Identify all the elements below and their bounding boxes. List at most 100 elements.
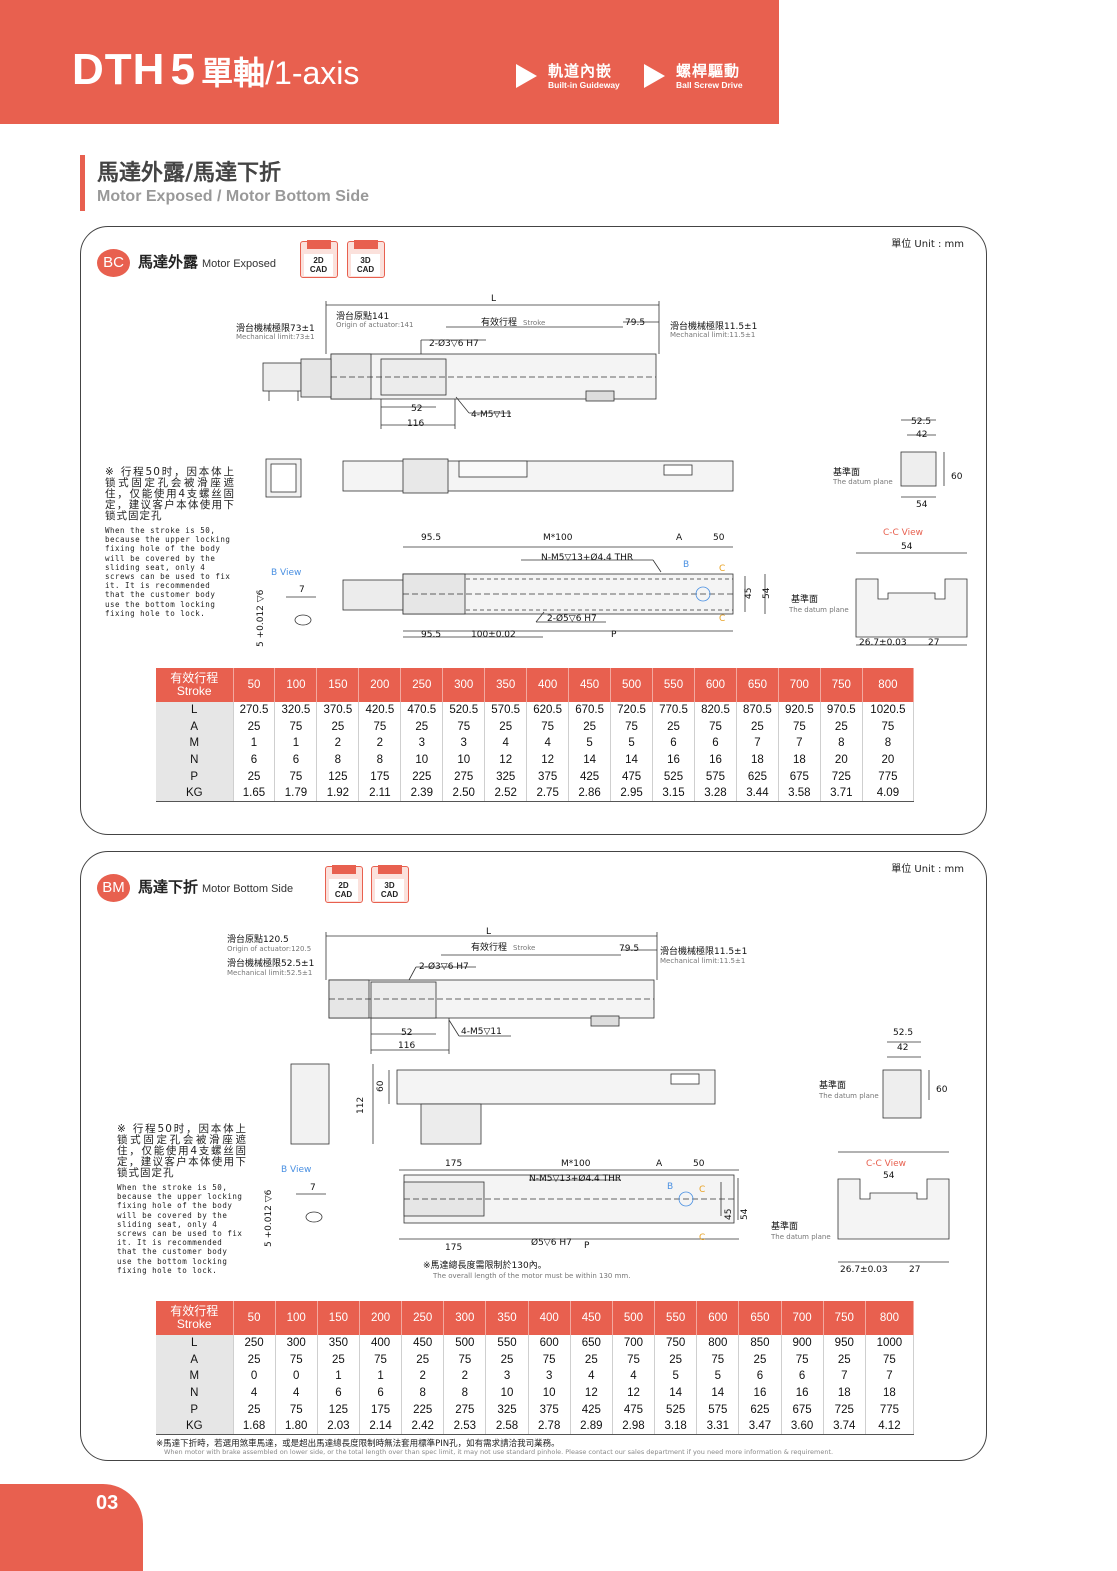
table-cell: 7	[865, 1368, 915, 1385]
table-cell: 8	[401, 1384, 445, 1402]
model-name: DTH	[72, 45, 166, 94]
table-cell: 8	[358, 751, 402, 769]
table-cell: 75	[275, 1351, 318, 1369]
table-cell: 2.86	[568, 784, 612, 803]
table-cell: 4.12	[865, 1417, 915, 1436]
table-cell: 670.5	[568, 702, 612, 719]
table-cell: 2.89	[570, 1417, 613, 1436]
table-cell: 275	[442, 768, 486, 785]
unit-label: 單位 Unit : mm	[891, 864, 964, 875]
table-cell: 75	[694, 718, 737, 736]
row-label: N	[156, 751, 234, 769]
table-cell: 14	[568, 751, 612, 769]
drawing-motor-exposed: L 滑台原點141 Origin of actuator:141 滑台機械極限7…	[236, 294, 968, 648]
table-cell: 25	[654, 1351, 698, 1369]
table-cell: 25	[736, 718, 779, 736]
table-cell: 675	[778, 768, 821, 785]
svg-text:50: 50	[713, 533, 725, 543]
table-cell: 1000	[865, 1335, 915, 1352]
table-cell: 75	[358, 718, 402, 736]
svg-text:N-M5▽13+Ø4.4 THR: N-M5▽13+Ø4.4 THR	[541, 552, 633, 563]
table-cell: 425	[570, 1401, 613, 1418]
cad-3d-button[interactable]: 3D CAD	[371, 865, 409, 903]
table-cell: 3.18	[654, 1417, 698, 1436]
table-cell: 725	[820, 768, 863, 785]
table-cell: 700	[612, 1335, 656, 1352]
svg-text:52: 52	[401, 1028, 412, 1038]
table-cell: 18	[865, 1384, 915, 1402]
table-cell: 175	[358, 768, 402, 785]
table-cell: 3.71	[820, 784, 863, 803]
svg-text:M*100: M*100	[561, 1159, 591, 1169]
cad-2d-button[interactable]: 2D CAD	[300, 240, 338, 278]
table-cell: 225	[400, 768, 444, 785]
table-cell: 7	[823, 1368, 866, 1385]
unit-label: 單位 Unit : mm	[891, 239, 964, 250]
table-cell: 620.5	[526, 702, 570, 719]
table-cell: 10	[485, 1384, 529, 1402]
table-cell: 16	[738, 1384, 782, 1402]
table-cell: 3.58	[778, 784, 821, 803]
table-cell: 25	[233, 1351, 276, 1369]
table-cell: 25	[570, 1351, 613, 1369]
svg-text:The datum plane: The datum plane	[788, 606, 849, 614]
triangle-arrow-icon	[644, 64, 665, 88]
stroke-50-note: ※ 行程50时，因本体上锁式固定孔会被滑座遮住，仅能使用4支螺丝固定，建议客户本…	[117, 1123, 247, 1275]
svg-text:79.5: 79.5	[619, 944, 639, 954]
table-cell: 1	[359, 1368, 403, 1385]
table-cell: 75	[610, 718, 654, 736]
svg-text:L: L	[491, 294, 496, 304]
table-cell: 8	[443, 1384, 487, 1402]
table-cell: 12	[526, 751, 570, 769]
table-cell: 625	[736, 768, 779, 785]
table-cell: 2.42	[401, 1417, 445, 1436]
panel-badge: BC	[97, 249, 130, 277]
table-cell: 475	[612, 1401, 656, 1418]
table-cell: 2.75	[526, 784, 570, 803]
svg-text:54: 54	[883, 1171, 895, 1181]
table-cell: 25	[233, 1401, 276, 1418]
table-cell: 6	[652, 735, 695, 752]
table-cell: 2.95	[610, 784, 654, 803]
svg-text:The datum plane: The datum plane	[832, 478, 893, 486]
row-label: KG	[156, 1417, 234, 1436]
svg-text:滑台機械極限11.5±1: 滑台機械極限11.5±1	[660, 945, 747, 957]
table-cell: 14	[696, 1384, 740, 1402]
table-cell: 25	[316, 718, 360, 736]
svg-text:有效行程: 有效行程	[471, 941, 507, 953]
svg-text:P: P	[584, 1241, 590, 1251]
svg-text:P: P	[611, 630, 617, 640]
table-cell: 3	[485, 1368, 529, 1385]
svg-text:基準面: 基準面	[833, 466, 860, 478]
svg-text:基準面: 基準面	[819, 1079, 846, 1091]
cad-3d-button[interactable]: 3D CAD	[347, 240, 385, 278]
header-banner: DTH 5 單軸/1-axis 軌道內嵌 Built-in Guideway 螺…	[0, 0, 779, 124]
table-cell: 920.5	[778, 702, 821, 719]
table-cell: 7	[736, 735, 779, 752]
table-cell: 970.5	[820, 702, 863, 719]
svg-text:60: 60	[951, 472, 963, 482]
table-cell: 3.44	[736, 784, 779, 803]
table-cell: 850	[738, 1335, 782, 1352]
svg-text:Mechanical limit:52.5±1: Mechanical limit:52.5±1	[227, 969, 312, 977]
table-cell: 25	[485, 1351, 529, 1369]
svg-text:C: C	[719, 614, 725, 624]
table-cell: 1.80	[275, 1417, 318, 1436]
table-cell: 725	[823, 1401, 866, 1418]
svg-text:基準面: 基準面	[771, 1220, 798, 1232]
svg-text:Origin of actuator:141: Origin of actuator:141	[336, 321, 413, 329]
table-cell: 8	[316, 751, 360, 769]
table-cell: 5	[696, 1368, 740, 1385]
svg-text:C: C	[699, 1185, 705, 1195]
svg-text:M*100: M*100	[543, 533, 573, 543]
triangle-arrow-icon	[516, 64, 537, 88]
cad-2d-button[interactable]: 2D CAD	[325, 865, 363, 903]
table-cell: 12	[484, 751, 528, 769]
